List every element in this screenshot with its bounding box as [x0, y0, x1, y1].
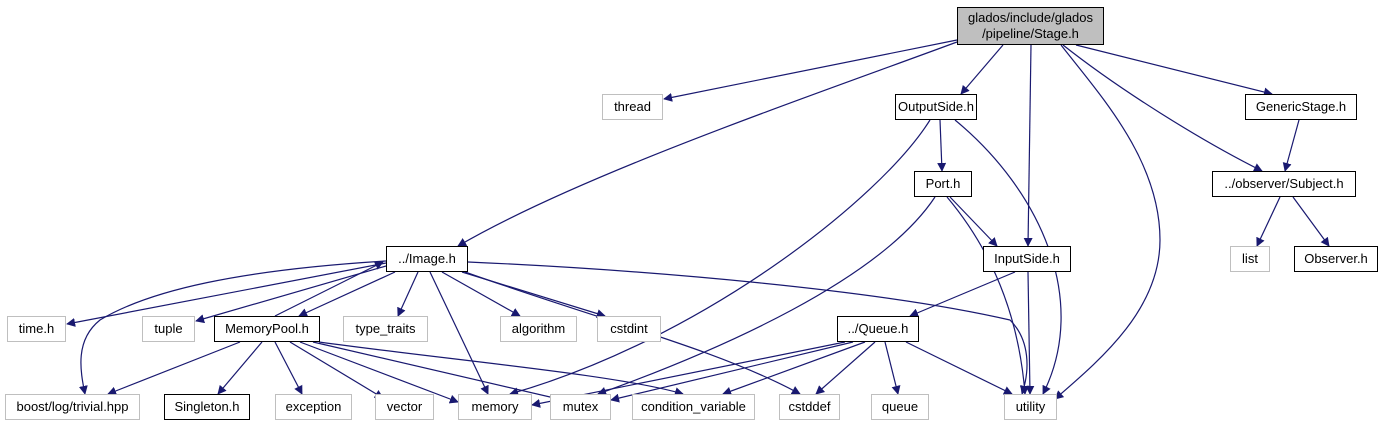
node-singleton[interactable]: Singleton.h [164, 394, 250, 420]
node-genericstage[interactable]: GenericStage.h [1245, 94, 1357, 120]
node-label: InputSide.h [994, 251, 1060, 266]
edge-port-to-utility [946, 196, 1029, 395]
node-mutex: mutex [550, 394, 611, 420]
node-inputside[interactable]: InputSide.h [983, 246, 1071, 272]
node-queue: queue [871, 394, 929, 420]
edge-image-to-type_traits [397, 271, 419, 317]
node-thread: thread [602, 94, 663, 120]
edge-outputside-to-memory [509, 119, 931, 397]
node-label: tuple [154, 321, 183, 336]
node-label: thread [614, 99, 651, 114]
node-label: Singleton.h [174, 399, 240, 414]
edge-stage-to-genericstage [1075, 44, 1273, 97]
node-label: memory [471, 399, 519, 414]
edge-memorypool-to-mutex [312, 341, 564, 403]
node-utility: utility [1004, 394, 1057, 420]
node-memorypool[interactable]: MemoryPool.h [214, 316, 320, 342]
edge-image-to-algorithm [441, 271, 521, 317]
node-label: utility [1015, 399, 1046, 414]
node-subject[interactable]: ../observer/Subject.h [1212, 171, 1356, 197]
edge-image-to-time [66, 262, 387, 327]
edge-queue_h-to-condvar [722, 341, 866, 396]
node-label: exception [285, 399, 342, 414]
node-label: Port.h [925, 176, 961, 191]
node-condvar: condition_variable [632, 394, 755, 420]
node-label: vector [386, 399, 423, 414]
node-label: condition_variable [641, 399, 746, 414]
node-label: ../Queue.h [847, 321, 909, 336]
node-label: cstdint [610, 321, 648, 336]
edge-port-to-mutex [597, 196, 936, 396]
node-label-line: glados/include/glados [967, 10, 1094, 25]
node-label: OutputSide.h [898, 99, 974, 114]
node-cstdint: cstdint [597, 316, 661, 342]
node-label-line: /pipeline/Stage.h [982, 26, 1079, 41]
edge-stage-to-thread [663, 39, 958, 102]
node-exception: exception [275, 394, 352, 420]
edge-subject-to-list [1256, 196, 1281, 247]
edge-genericstage-to-subject [1282, 119, 1300, 172]
node-label: mutex [562, 399, 599, 414]
node-label: type_traits [355, 321, 416, 336]
node-outputside[interactable]: OutputSide.h [895, 94, 977, 120]
edge-queue_h-to-cstddef [815, 341, 876, 395]
edge-layer [66, 39, 1330, 408]
node-label: boost/log/trivial.hpp [16, 399, 129, 414]
node-vector: vector [375, 394, 434, 420]
edge-queue_h-to-utility [905, 341, 1013, 395]
node-algorithm: algorithm [500, 316, 577, 342]
edge-memorypool-to-condvar [318, 341, 684, 396]
node-port[interactable]: Port.h [914, 171, 972, 197]
node-observer[interactable]: Observer.h [1294, 246, 1378, 272]
node-label: MemoryPool.h [225, 321, 309, 336]
node-boost: boost/log/trivial.hpp [5, 394, 140, 420]
edge-outputside-to-port [937, 119, 947, 172]
edge-memorypool-to-memory [299, 341, 459, 404]
node-cstddef: cstddef [779, 394, 840, 420]
edge-image-to-utility [467, 261, 1029, 395]
edge-queue_h-to-queue [884, 341, 901, 395]
edge-memorypool-to-boost [107, 341, 241, 396]
node-label: queue [881, 399, 919, 414]
edge-subject-to-observer [1292, 196, 1330, 247]
node-label: ../observer/Subject.h [1224, 176, 1344, 191]
node-stage[interactable]: glados/include/glados/pipeline/Stage.h [957, 7, 1104, 45]
node-label: ../Image.h [398, 251, 456, 266]
edge-stage-to-image [457, 41, 958, 247]
node-tuple: tuple [142, 316, 195, 342]
edge-memorypool-to-image [274, 261, 384, 317]
edge-image-to-tuple [195, 265, 387, 324]
edge-image-to-memory [429, 271, 489, 395]
edge-stage-to-outputside [960, 44, 1004, 95]
edge-memorypool-to-singleton [217, 341, 263, 395]
edge-memorypool-to-exception [274, 341, 303, 395]
node-label: algorithm [511, 321, 566, 336]
node-label: Observer.h [1304, 251, 1368, 266]
node-label: time.h [18, 321, 55, 336]
edge-stage-to-inputside [1023, 44, 1033, 247]
edge-image-to-boost [78, 260, 387, 395]
node-list: list [1230, 246, 1270, 272]
node-label: cstddef [788, 399, 831, 414]
edge-stage-to-subject [1062, 44, 1263, 172]
node-label: GenericStage.h [1255, 99, 1347, 114]
node-time: time.h [7, 316, 66, 342]
edge-queue_h-to-mutex [610, 341, 854, 403]
node-memory: memory [458, 394, 532, 420]
edge-port-to-inputside [949, 196, 998, 247]
edge-inputside-to-utility [1025, 271, 1035, 395]
node-label: list [1242, 251, 1258, 266]
node-image[interactable]: ../Image.h [386, 246, 468, 272]
edge-image-to-memorypool [298, 271, 396, 317]
edge-stage-to-utility [1054, 44, 1161, 400]
node-queue-h[interactable]: ../Queue.h [837, 316, 919, 342]
node-type-traits: type_traits [343, 316, 428, 342]
edge-inputside-to-queue_h [909, 271, 1016, 318]
edge-memorypool-to-vector [289, 341, 384, 399]
